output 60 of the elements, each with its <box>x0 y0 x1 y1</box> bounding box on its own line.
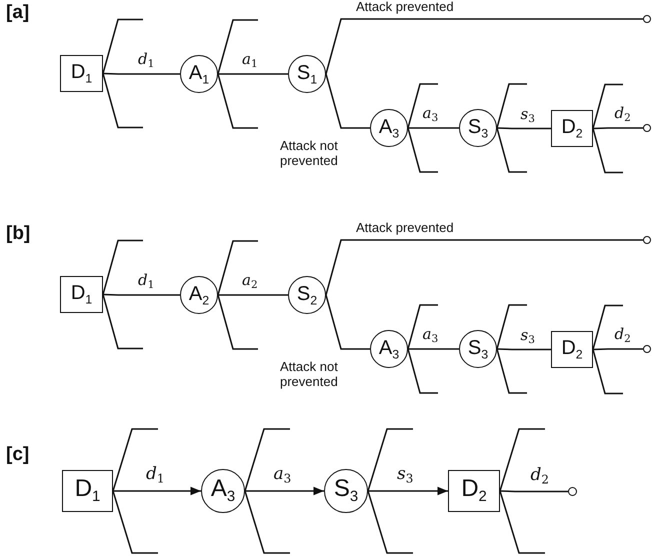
node-label: S$_{1}$ <box>296 62 318 86</box>
decision-box <box>551 110 593 147</box>
connector-line <box>218 73 288 75</box>
terminal-circle <box>643 15 651 23</box>
terminal-circle <box>568 487 577 496</box>
node-label: A$_{3}$ <box>210 476 236 506</box>
node-label: D$_{2}$ <box>561 117 583 140</box>
connector-line <box>325 294 370 350</box>
chance-circle <box>370 330 408 368</box>
node-label: A$_{1}$ <box>188 62 210 86</box>
connector-line <box>496 348 551 350</box>
panel-label: [c] <box>6 444 30 466</box>
connector-line <box>102 294 180 296</box>
connector-line <box>218 294 288 296</box>
node-label: S$_{3}$ <box>468 338 488 360</box>
connector-line <box>325 239 643 296</box>
edge-label: Attack prevented <box>355 221 455 236</box>
node-label: D$_{1}$ <box>74 476 100 506</box>
chance-circle <box>459 109 497 147</box>
node-label: S$_{3}$ <box>468 116 488 140</box>
chance-circle <box>201 469 245 513</box>
node-label: D$_{2}$ <box>561 338 583 361</box>
node-label: A$_{3}$ <box>378 116 400 140</box>
chance-circle <box>459 330 497 368</box>
decision-box <box>448 470 500 512</box>
decision-box <box>62 470 113 512</box>
connector-line <box>408 348 459 350</box>
chance-circle <box>288 276 326 314</box>
chance-circle <box>324 469 368 513</box>
connector-line <box>496 127 551 130</box>
terminal-circle <box>643 236 651 244</box>
connector-line <box>102 72 180 75</box>
arrow <box>245 486 324 496</box>
decision-box <box>60 55 103 92</box>
node-label: D$_{2}$ <box>461 476 487 506</box>
chance-circle <box>288 55 326 93</box>
arrow <box>113 486 201 496</box>
panel-label: [b] <box>6 223 30 245</box>
chance-circle <box>180 55 218 93</box>
connector-line <box>408 127 459 129</box>
node-label: A$_{3}$ <box>378 338 400 360</box>
node-label: D$_{1}$ <box>70 283 92 306</box>
edge-label: Attack prevented <box>355 0 455 15</box>
arrow <box>368 486 448 496</box>
connector-line <box>592 127 643 130</box>
terminal-circle <box>643 345 651 353</box>
connector-line <box>325 18 643 74</box>
decision-box <box>60 276 103 313</box>
chance-circle <box>370 109 408 147</box>
connector-line <box>500 490 568 492</box>
decision-box <box>551 331 593 368</box>
chance-circle <box>180 276 218 314</box>
connector-line <box>325 74 370 129</box>
terminal-circle <box>643 124 651 132</box>
node-label: S$_{3}$ <box>334 476 358 506</box>
node-label: D$_{1}$ <box>70 62 92 85</box>
node-label: S$_{2}$ <box>296 284 318 306</box>
connector-line <box>592 348 643 350</box>
panel-label: [a] <box>6 2 30 24</box>
node-label: A$_{2}$ <box>188 284 210 306</box>
